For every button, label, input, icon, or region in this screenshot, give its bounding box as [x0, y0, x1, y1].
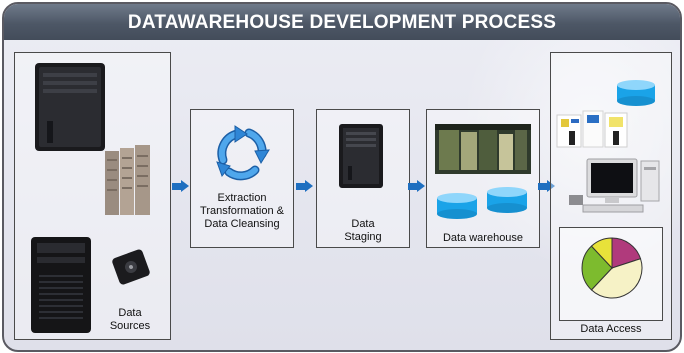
warehouse-photo-icon [435, 124, 531, 174]
recycle-icon [216, 125, 270, 181]
staging-box: Data Staging [316, 109, 410, 248]
desktop-computer-icon [569, 158, 660, 213]
pie-slice-0 [611, 237, 642, 269]
flow-arrow-icon [172, 180, 190, 192]
staging-label: Data Staging [344, 218, 382, 243]
server-rack-icon [105, 145, 150, 215]
database-cylinder-icon [487, 187, 527, 213]
data-access-label: Data Access [580, 323, 642, 335]
flow-arrow-icon [538, 180, 556, 192]
data-sources-box: Data Sources [14, 52, 171, 340]
pie-chart-box [559, 227, 663, 321]
server-tower-icon [35, 63, 105, 151]
flow-arrow-icon [296, 180, 314, 192]
documents-icon [556, 110, 628, 148]
pie-slice-1 [590, 258, 643, 299]
flow-arrow-icon [408, 180, 426, 192]
data-sources-label: Data Sources [109, 307, 151, 332]
extraction-label: Extraction Transformation & Data Cleansi… [200, 192, 284, 230]
pie-slice-2 [581, 245, 613, 291]
diagram-title: DATAWAREHOUSE DEVELOPMENT PROCESS [4, 4, 680, 40]
pie-slice-3 [590, 237, 613, 270]
disk-drive-icon [112, 249, 150, 285]
staging-server-icon [339, 124, 383, 188]
pc-tower-icon [31, 237, 91, 333]
database-cylinder-icon [617, 80, 655, 106]
warehouse-label: Data warehouse [442, 232, 524, 244]
pie-chart-icon [581, 237, 643, 299]
data-access-box: Data Access [550, 52, 672, 340]
database-cylinder-icon [437, 193, 477, 219]
warehouse-box: Data warehouse [426, 109, 540, 248]
extraction-box: Extraction Transformation & Data Cleansi… [190, 109, 294, 248]
